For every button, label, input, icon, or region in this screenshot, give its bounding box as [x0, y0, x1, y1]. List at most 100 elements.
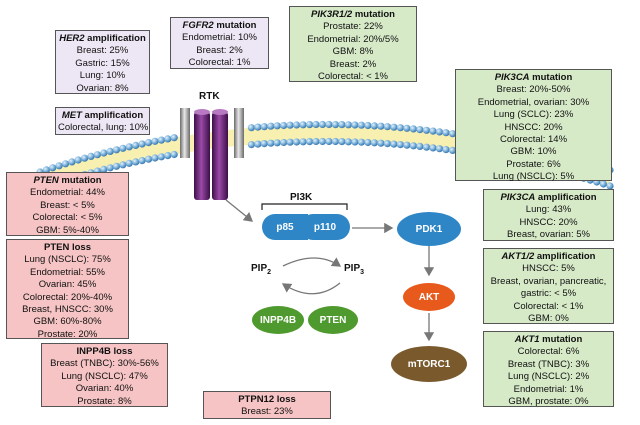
- box-line: Ovarian: 40%: [75, 383, 134, 395]
- membrane-bead-outer: [267, 122, 275, 130]
- box-line: HNSCC: 5%: [522, 263, 575, 275]
- box-line: Gastric: 15%: [75, 57, 130, 69]
- box-header: PIK3CA mutation: [494, 72, 573, 83]
- membrane-bead-outer: [370, 122, 378, 130]
- membrane-bead-outer: [247, 124, 255, 132]
- box-line: Colorectal: 1%: [188, 57, 251, 69]
- membrane-bead-outer: [435, 128, 444, 136]
- membrane-bead-outer: [416, 126, 424, 134]
- membrane-bead-inner: [125, 159, 133, 167]
- membrane-bead-outer: [286, 121, 294, 129]
- membrane-bead-outer: [254, 123, 262, 131]
- membrane-bead-inner: [151, 154, 159, 162]
- membrane-bead-outer: [325, 120, 333, 129]
- box-line: Lung: 10%: [79, 70, 126, 82]
- membrane-bead-outer: [138, 140, 146, 148]
- membrane-bead-inner: [318, 137, 327, 146]
- box-line: Lung (NSCLC): 2%: [507, 371, 590, 383]
- membrane-bead-inner: [442, 146, 450, 154]
- pik3ca-mutation-box: PIK3CA mutation Breast: 20%-50% Endometr…: [455, 69, 612, 182]
- membrane-bead-outer: [68, 158, 76, 166]
- membrane-bead-inner: [435, 145, 444, 153]
- membrane-bead-outer: [132, 141, 140, 149]
- membrane-bead-inner: [449, 146, 457, 154]
- box-line: Breast: 23%: [241, 406, 293, 418]
- box-line: Colorectal: < 1%: [513, 300, 584, 312]
- membrane-bead-inner: [396, 141, 404, 149]
- box-line: Prostate: 8%: [77, 395, 132, 407]
- membrane-bead-outer: [338, 121, 346, 129]
- membrane-bead-outer: [42, 166, 51, 174]
- box-line: GBM: 60%-80%: [33, 316, 102, 328]
- box-line: GBM, prostate: 0%: [508, 396, 589, 408]
- rtk-grey-right: [234, 108, 244, 158]
- box-line: Lung (NSCLC): 75%: [24, 254, 111, 266]
- box-line: GBM: 10%: [510, 146, 557, 158]
- box-line: Breast, HNSCC: 30%: [22, 304, 113, 316]
- her2-amplification-box: HER2 amplification Breast: 25% Gastric: …: [55, 30, 150, 94]
- membrane-bead-outer: [119, 144, 127, 152]
- box-header: PIK3CA amplification: [500, 192, 597, 203]
- box-line: Endometrial: 1%: [513, 383, 584, 395]
- membrane-bead-outer: [390, 123, 398, 131]
- box-header: PTEN loss: [44, 242, 91, 253]
- arrow-pip2-to-pip3: [282, 257, 342, 267]
- membrane-bead-outer: [93, 151, 101, 159]
- pdk1-node: PDK1: [397, 212, 461, 246]
- membrane-bead-outer: [299, 121, 307, 129]
- membrane-bead-outer: [81, 154, 89, 162]
- membrane-bead-inner: [164, 152, 172, 160]
- membrane-bead-outer: [383, 123, 391, 131]
- box-line: Endometrial: 55%: [30, 266, 105, 278]
- membrane-bead-inner: [100, 165, 108, 173]
- akt1-mutation-box: AKT1 mutation Colorectal: 6% Breast (TNB…: [483, 331, 614, 407]
- membrane-bead-inner: [370, 139, 378, 147]
- membrane-bead-inner: [119, 161, 127, 169]
- box-line: Colorectal, lung: 10%: [58, 122, 149, 134]
- membrane-bead-inner: [351, 138, 359, 146]
- pik3ca-amplification-box: PIK3CA amplification Lung: 43% HNSCC: 20…: [483, 189, 614, 241]
- membrane-bead-outer: [151, 137, 159, 145]
- membrane-bead-inner: [377, 139, 385, 147]
- membrane-bead-outer: [49, 164, 57, 172]
- box-line: Prostate: 20%: [37, 328, 98, 340]
- inpp4b-loss-box: INPP4B loss Breast (TNBC): 30%-56% Lung …: [41, 343, 168, 407]
- membrane-bead-inner: [364, 138, 372, 147]
- pi3k-bracket: [261, 203, 348, 210]
- pip3-label: PIP3: [344, 263, 365, 276]
- box-line: Endometrial: 44%: [30, 187, 105, 199]
- pik3r12-mutation-box: PIK3R1/2 mutation Prostate: 22% Endometr…: [289, 6, 417, 82]
- membrane-bead-outer: [306, 121, 314, 129]
- membrane-bead-outer: [377, 122, 385, 130]
- membrane-bead-inner: [267, 139, 275, 147]
- membrane-bead-outer: [87, 152, 95, 160]
- membrane-bead-inner: [312, 137, 320, 146]
- box-line: Breast, ovarian, pancreatic,: [490, 275, 607, 287]
- box-line: Colorectal: < 5%: [32, 212, 103, 224]
- box-line: GBM: 8%: [332, 46, 374, 58]
- box-header: MET amplification: [61, 110, 144, 121]
- pten-mutation-box: PTEN mutation Endometrial: 44% Breast: <…: [6, 172, 129, 236]
- membrane-bead-inner: [112, 162, 121, 170]
- membrane-bead-inner: [306, 138, 314, 146]
- inpp4b-node: INPP4B: [252, 306, 304, 334]
- membrane-bead-outer: [293, 121, 301, 129]
- box-line: HNSCC: 20%: [519, 216, 578, 228]
- membrane-bead-outer: [409, 125, 417, 133]
- membrane-bead-inner: [357, 138, 365, 146]
- membrane-bead-inner: [429, 144, 437, 152]
- membrane-bead-inner: [260, 140, 268, 148]
- rtk-cap-left: [194, 109, 210, 115]
- box-line: Breast: < 5%: [40, 199, 95, 211]
- membrane-bead-inner: [325, 137, 333, 146]
- box-line: Lung: 43%: [525, 204, 572, 216]
- membrane-bead-outer: [74, 156, 82, 164]
- membrane-bead-outer: [164, 135, 172, 143]
- membrane-bead-inner: [157, 153, 165, 161]
- pathway-arrows: [225, 199, 435, 342]
- membrane-bead-outer: [318, 120, 327, 129]
- box-line: Endometrial, ovarian: 30%: [477, 96, 590, 108]
- box-line: Endometrial: 10%: [182, 32, 257, 44]
- membrane-bead-outer: [112, 146, 121, 154]
- box-line: HNSCC: 20%: [504, 121, 563, 133]
